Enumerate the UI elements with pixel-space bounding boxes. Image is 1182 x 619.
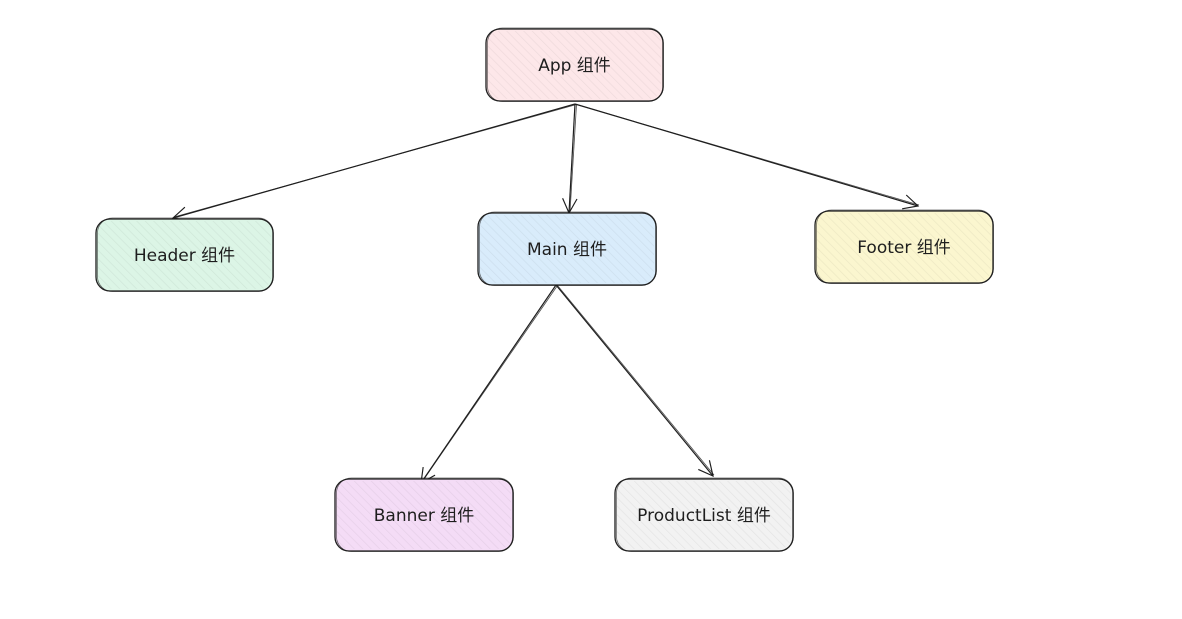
edge-main-to-productlist [555,284,715,478]
node-hatch-fill [337,481,511,549]
node-box-sketch [816,209,994,284]
arrow-line [420,284,557,485]
node-hatch-fill [617,481,791,549]
edges-layer [171,103,920,485]
arrow-line-sketch [173,104,577,218]
node-hatch-fill [98,221,271,289]
arrow-line-sketch [576,104,920,206]
node-label-productlist: ProductList 组件 [637,506,771,526]
node-label-main: Main 组件 [527,240,607,260]
node-hatch-fill [480,215,654,283]
node-label-app: App 组件 [538,56,611,76]
edge-app-to-footer [574,103,920,210]
node-box-sketch [487,27,664,102]
node-label-footer: Footer 组件 [857,238,951,258]
arrow-line-sketch [557,285,715,476]
node-box-sketch [479,211,657,286]
node-box-sketch [336,477,514,552]
arrow-line [562,103,578,215]
edge-app-to-header [171,103,577,222]
edge-app-to-main [562,103,578,215]
arrow-line [555,284,714,478]
node-productlist[interactable]: ProductList 组件 [614,477,794,552]
node-main[interactable]: Main 组件 [477,211,657,286]
node-box-sketch [616,477,794,552]
node-header[interactable]: Header 组件 [95,217,274,292]
nodes-layer: App 组件 Header 组件 Main 组件 Footer 组件 Banner 组件… [95,27,994,552]
node-app[interactable]: App 组件 [485,27,664,102]
node-banner[interactable]: Banner 组件 [334,477,514,552]
node-box-sketch [97,217,274,292]
node-hatch-fill [817,213,991,281]
arrow-line-sketch [421,285,558,483]
node-label-banner: Banner 组件 [374,506,474,526]
edge-main-to-banner [420,284,558,485]
node-hatch-fill [488,31,661,99]
arrow-line-sketch [569,104,577,213]
node-label-header: Header 组件 [134,246,235,266]
node-footer[interactable]: Footer 组件 [814,209,994,284]
